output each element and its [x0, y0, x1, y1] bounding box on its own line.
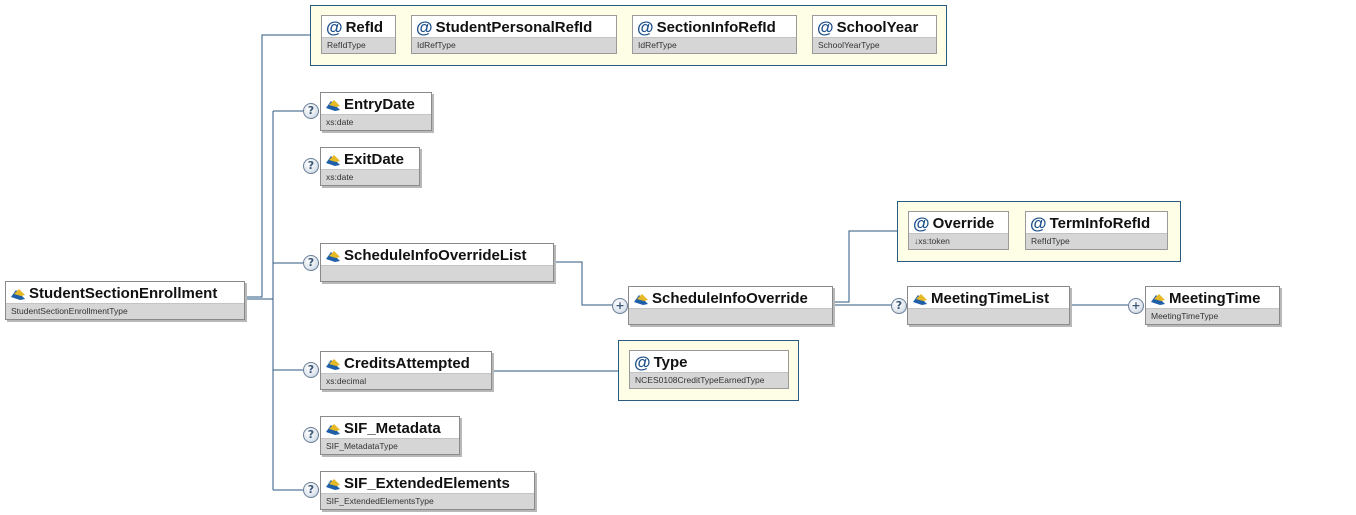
repeatable-icon: + [1128, 298, 1144, 314]
creditsattempted-attribute-group: @Type NCES0108CreditTypeEarnedType [618, 340, 799, 401]
optional-icon: ? [303, 427, 319, 443]
attribute-icon: @ [913, 214, 930, 233]
attribute-terminforefid[interactable]: @TermInfoRefId RefIdType [1025, 211, 1168, 250]
optional-icon: ? [303, 158, 319, 174]
element-sif-metadata[interactable]: SIF_Metadata SIF_MetadataType [320, 416, 460, 455]
optional-icon: ? [303, 482, 319, 498]
attribute-refid[interactable]: @RefId RefIdType [321, 15, 396, 54]
attribute-studentpersonalrefid[interactable]: @StudentPersonalRefId IdRefType [411, 15, 617, 54]
element-entrydate[interactable]: EntryDate xs:date [320, 92, 432, 131]
element-icon [326, 250, 340, 262]
attribute-sectioninforefid[interactable]: @SectionInfoRefId IdRefType [632, 15, 797, 54]
optional-icon: ? [303, 362, 319, 378]
attribute-icon: @ [637, 18, 654, 37]
element-icon [326, 99, 340, 111]
element-icon [326, 154, 340, 166]
element-icon [326, 423, 340, 435]
attribute-override[interactable]: @Override ↓xs:token [908, 211, 1009, 250]
element-meetingtime[interactable]: MeetingTime MeetingTimeType [1145, 286, 1280, 325]
optional-icon: ? [891, 298, 907, 314]
element-exitdate[interactable]: ExitDate xs:date [320, 147, 420, 186]
attribute-icon: @ [1030, 214, 1047, 233]
attribute-icon: @ [817, 18, 834, 37]
attribute-icon: @ [326, 18, 343, 37]
element-scheduleinfooverridelist[interactable]: ScheduleInfoOverrideList [320, 243, 554, 282]
attribute-icon: @ [416, 18, 433, 37]
element-icon [913, 293, 927, 305]
attribute-type[interactable]: @Type NCES0108CreditTypeEarnedType [629, 350, 789, 389]
element-studentsectionenrollment[interactable]: StudentSectionEnrollment StudentSectionE… [5, 281, 245, 320]
attribute-schoolyear[interactable]: @SchoolYear SchoolYearType [812, 15, 937, 54]
element-icon [326, 358, 340, 370]
attribute-icon: @ [634, 353, 651, 372]
optional-icon: ? [303, 255, 319, 271]
element-meetingtimelist[interactable]: MeetingTimeList [907, 286, 1070, 325]
element-scheduleinfooverride[interactable]: ScheduleInfoOverride [628, 286, 833, 325]
element-creditsattempted[interactable]: CreditsAttempted xs:decimal [320, 351, 492, 390]
optional-icon: ? [303, 103, 319, 119]
element-icon [1151, 293, 1165, 305]
element-icon [326, 478, 340, 490]
root-attribute-group: @RefId RefIdType @StudentPersonalRefId I… [310, 5, 947, 66]
element-icon [634, 293, 648, 305]
element-sif-extendedelements[interactable]: SIF_ExtendedElements SIF_ExtendedElement… [320, 471, 535, 510]
repeatable-icon: + [612, 298, 628, 314]
element-icon [11, 288, 25, 300]
scheduleinfooverride-attribute-group: @Override ↓xs:token @TermInfoRefId RefId… [897, 201, 1181, 262]
